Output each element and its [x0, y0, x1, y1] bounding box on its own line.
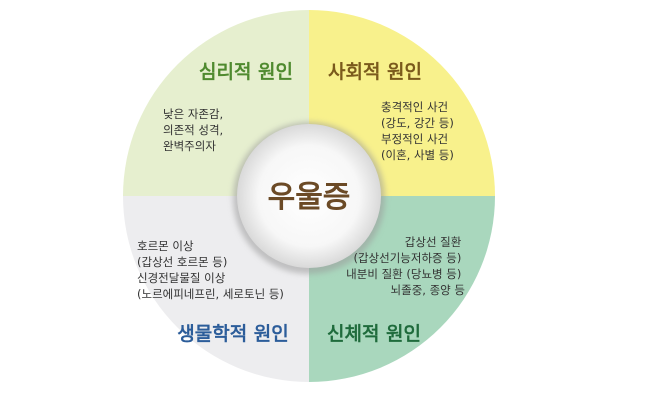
- social-title: 사회적 원인: [328, 61, 422, 83]
- physical-line: 뇌졸중, 종양 등: [391, 283, 465, 297]
- social-line: (강도, 강간 등): [381, 116, 454, 130]
- psychological-line: 낮은 자존감,: [163, 107, 223, 121]
- social-detail: 충격적인 사건 (강도, 강간 등) 부정적인 사건 (이혼, 사별 등): [381, 100, 458, 162]
- physical-title: 신체적 원인: [327, 323, 421, 345]
- physical-detail: 갑상선 질환 (갑상선기능저하증 등) 내분비 질환 (당뇨병 등) 뇌졸중, …: [346, 235, 465, 297]
- biological-line: (노르에피네프린, 세로토닌 등): [137, 287, 284, 301]
- center-circle: [237, 124, 381, 268]
- social-line: (이혼, 사별 등): [381, 148, 454, 162]
- physical-line: 내분비 질환 (당뇨병 등): [346, 267, 461, 281]
- biological-title: 생물학적 원인: [177, 323, 289, 345]
- psychological-detail: 낮은 자존감, 의존적 성격, 완벽주의자: [163, 107, 227, 153]
- social-line: 충격적인 사건: [381, 100, 448, 114]
- physical-line: (갑상선기능저하증 등): [353, 251, 461, 265]
- center-label: 우울증: [268, 180, 351, 215]
- physical-line: 갑상선 질환: [405, 235, 462, 249]
- social-line: 부정적인 사건: [381, 132, 448, 146]
- biological-line: (갑상선 호르몬 등): [137, 255, 227, 269]
- biological-detail: 호르몬 이상 (갑상선 호르몬 등) 신경전달물질 이상 (노르에피네프린, 세…: [137, 239, 284, 301]
- psychological-line: 완벽주의자: [163, 139, 216, 153]
- biological-line: 호르몬 이상: [137, 239, 194, 253]
- psychological-title: 심리적 원인: [199, 61, 293, 83]
- biological-line: 신경전달물질 이상: [137, 271, 226, 285]
- psychological-line: 의존적 성격,: [163, 123, 223, 137]
